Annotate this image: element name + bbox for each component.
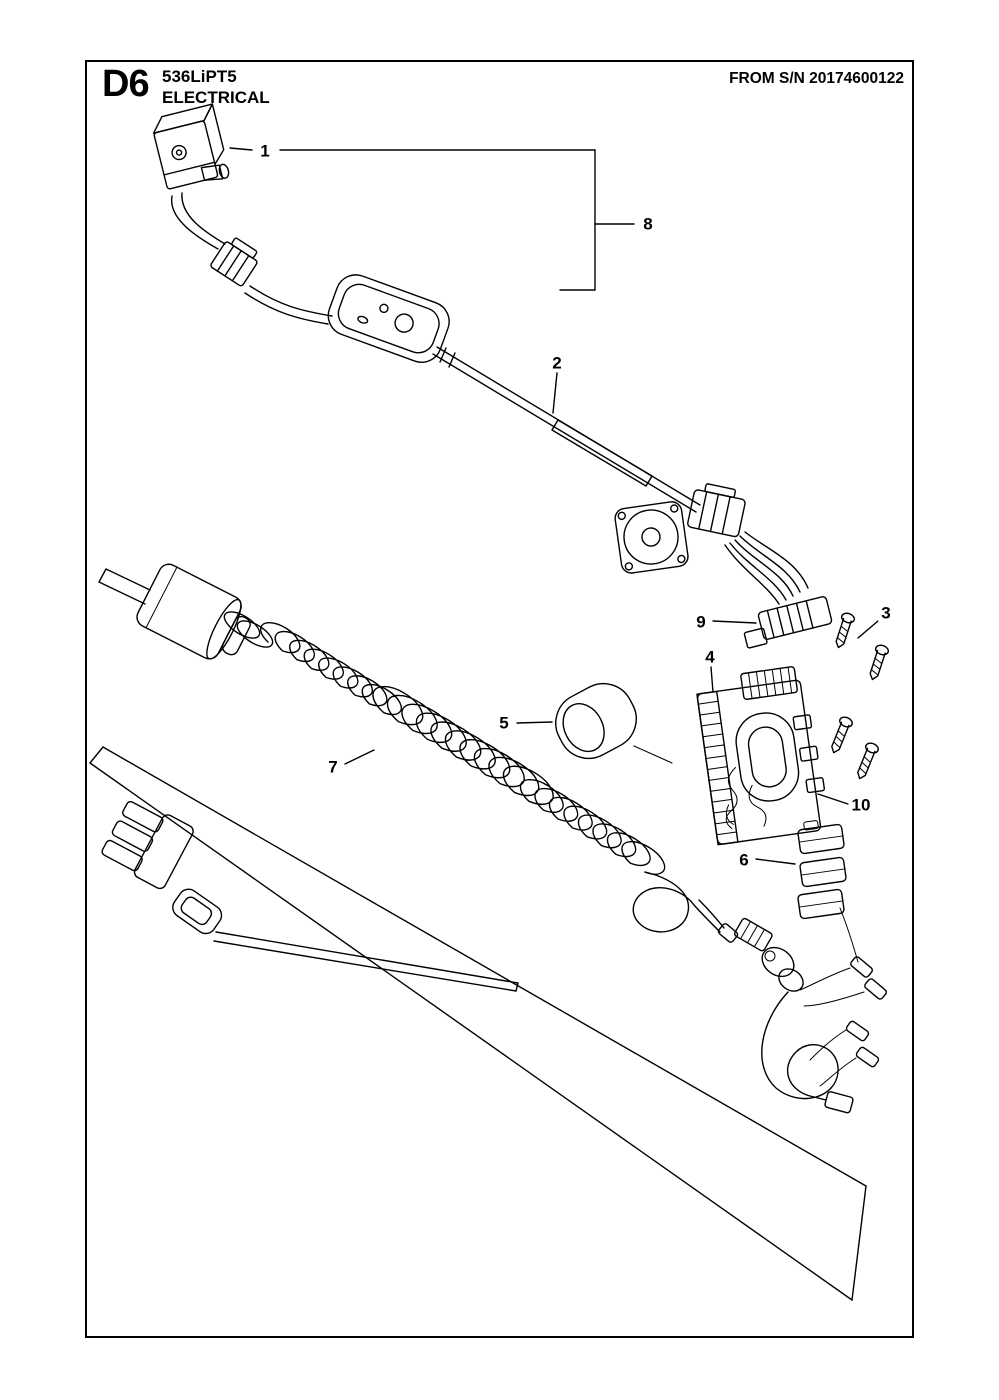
shaft-outline xyxy=(89,746,867,1301)
callout-1: 1 xyxy=(257,142,273,160)
wire-bundle xyxy=(724,531,809,605)
plug-harness xyxy=(734,917,887,1114)
switch-wires xyxy=(170,192,226,250)
callout-3: 3 xyxy=(878,604,894,622)
callout-10: 10 xyxy=(848,796,874,814)
shaft-end-cap xyxy=(98,563,251,660)
screws xyxy=(831,612,890,780)
section-title: ELECTRICAL xyxy=(162,88,270,107)
terminal-lugs xyxy=(799,956,887,1087)
callout-6: 6 xyxy=(736,851,752,869)
switch-connector xyxy=(210,237,258,287)
connector-stack-6 xyxy=(797,820,859,963)
leader-lines xyxy=(229,147,879,865)
callout-5: 5 xyxy=(496,714,512,732)
callout-8: 8 xyxy=(640,215,656,233)
diagram-id: D6 xyxy=(102,63,150,105)
callout-4: 4 xyxy=(702,648,718,666)
harness-cable xyxy=(432,346,701,513)
connector-9 xyxy=(743,596,833,649)
harness-end-connector xyxy=(687,483,746,538)
keypad-unit xyxy=(327,274,450,363)
control-unit-pcb xyxy=(696,666,825,846)
coiled-cord xyxy=(223,611,739,943)
callout-2: 2 xyxy=(549,354,565,372)
page-frame xyxy=(85,60,914,1338)
connector-to-keypad-cable xyxy=(244,285,333,325)
callout-8-bracket xyxy=(559,149,635,291)
power-connector-harness xyxy=(101,800,519,992)
callout-7: 7 xyxy=(325,758,341,776)
sleeve xyxy=(555,682,637,760)
callout-9: 9 xyxy=(693,613,709,631)
fan xyxy=(614,501,689,574)
pcb-terminal-blocks xyxy=(792,714,825,794)
serial-note: FROM S/N 20174600122 xyxy=(729,70,904,87)
switch-component xyxy=(152,103,230,190)
model-number: 536LiPT5 xyxy=(162,67,237,86)
